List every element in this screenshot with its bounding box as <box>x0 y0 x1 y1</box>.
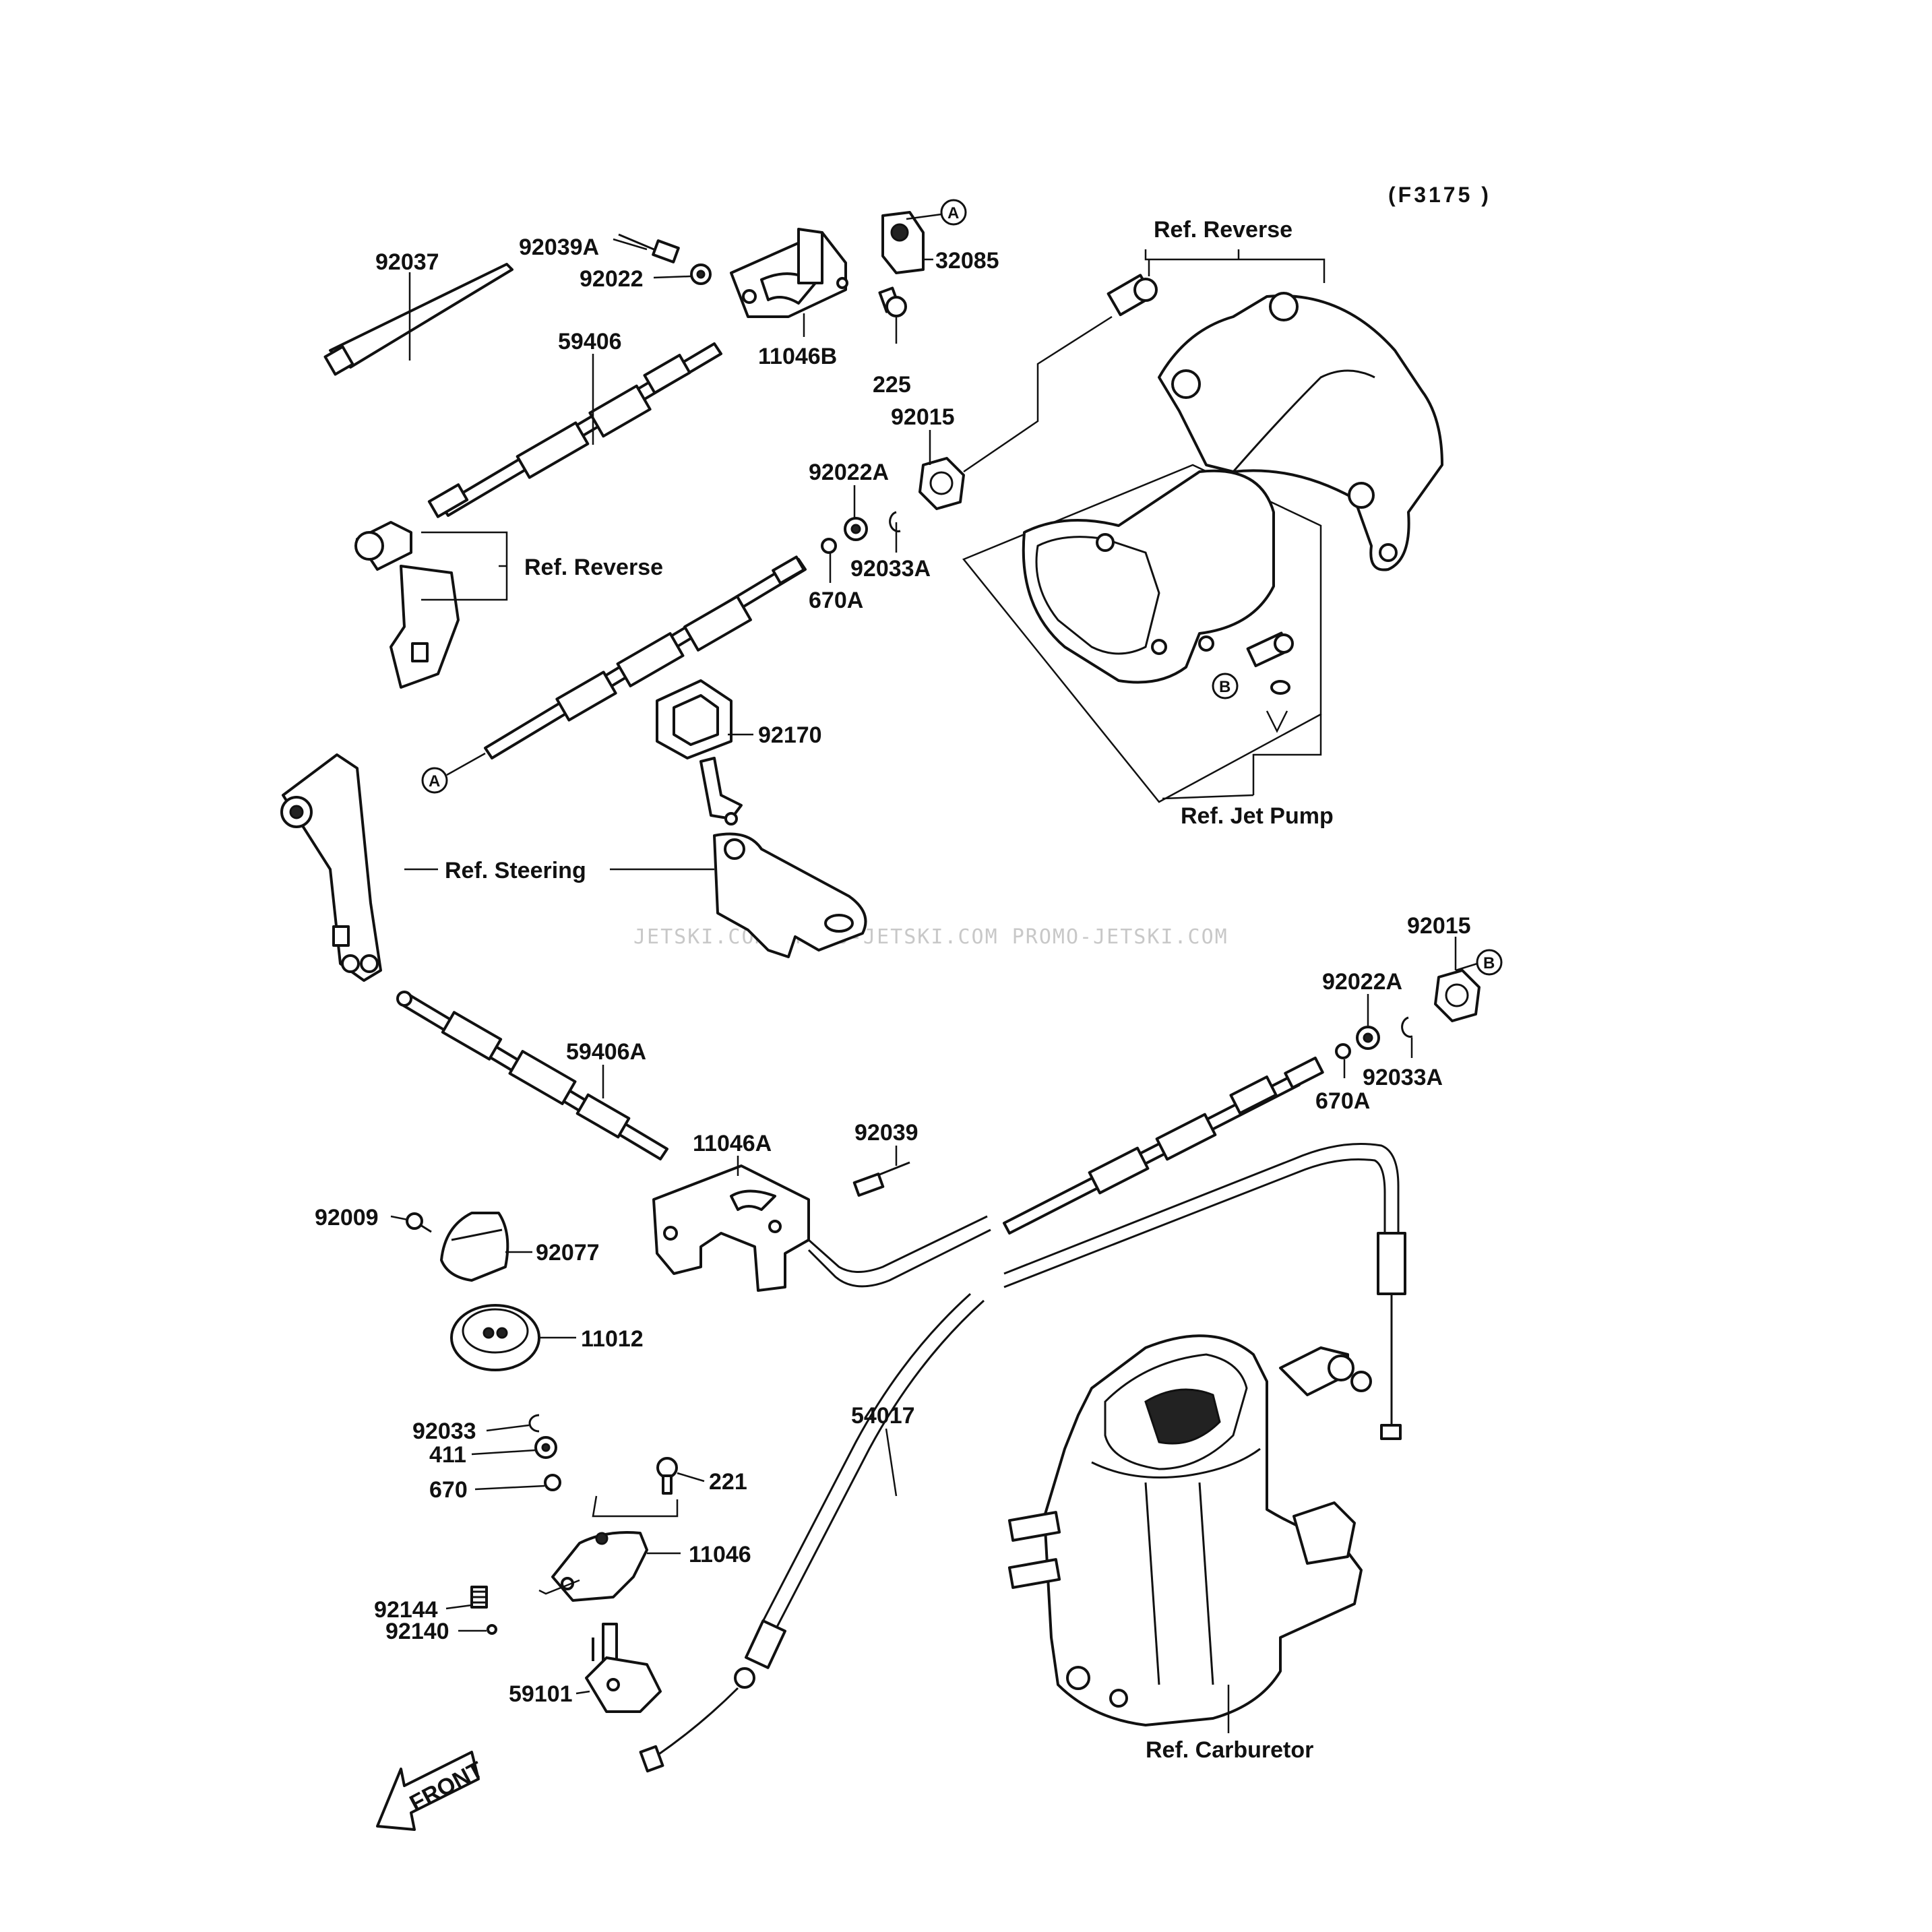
part-label: 221 <box>709 1469 747 1495</box>
part-label: 92022A <box>809 460 889 485</box>
cable-59406 <box>427 342 722 518</box>
pin-92039 <box>852 1161 910 1197</box>
bolt-reverse-top <box>1107 274 1158 317</box>
reverse-lever-left <box>354 521 460 689</box>
cap-32085 <box>881 211 925 274</box>
part-label: 54017 <box>851 1403 915 1429</box>
part-label: 11046B <box>758 344 837 369</box>
cable-lower-right <box>807 1056 1324 1288</box>
bracket-11046a <box>652 1164 810 1292</box>
spring-92144 <box>470 1586 488 1609</box>
front-arrow: FRONT <box>376 1751 487 1831</box>
part-label: 92037 <box>375 249 439 275</box>
part-label: 59101 <box>509 1681 573 1707</box>
part-label: 670 <box>429 1477 468 1503</box>
part-label: 92039A <box>519 235 599 260</box>
ref-steering: Ref. Steering <box>445 858 586 883</box>
choke-cable-54017 <box>639 1292 985 1773</box>
cable-59406a <box>396 991 668 1160</box>
part-label: 92144 <box>374 1597 438 1623</box>
part-label: 670A <box>1315 1088 1370 1114</box>
part-label: 92009 <box>315 1205 379 1230</box>
drawing-code: (F3175 ) <box>1388 183 1491 207</box>
svg-text:B: B <box>1483 954 1495 972</box>
washer-670 <box>544 1474 561 1491</box>
ref-reverse-left: Ref. Reverse <box>524 555 663 580</box>
lever-11046 <box>551 1531 648 1602</box>
clip-92033a-lower <box>1401 1016 1413 1038</box>
steering-arm <box>280 753 382 982</box>
cable-tie-92037 <box>323 263 513 376</box>
part-label: 92170 <box>758 722 822 748</box>
part-label: 32085 <box>935 248 999 274</box>
cap-11012 <box>450 1304 540 1371</box>
ref-mark-a-top: A <box>940 199 967 226</box>
jet-pump-ref-outline <box>962 464 1322 803</box>
ref-mark-b-right: B <box>1476 949 1503 976</box>
washer-670a-upper <box>821 538 837 554</box>
part-label: 92033 <box>412 1419 476 1444</box>
svg-text:B: B <box>1219 678 1230 696</box>
part-label: 92015 <box>1407 913 1471 939</box>
ball-92140 <box>487 1624 497 1635</box>
part-label: 59406A <box>566 1039 646 1065</box>
part-label: 225 <box>873 372 911 398</box>
strap-92170 <box>656 679 743 820</box>
clip-92033 <box>528 1414 540 1433</box>
part-label: 92033A <box>1363 1065 1443 1090</box>
reverse-bucket <box>1158 292 1443 571</box>
ref-carburetor: Ref. Carburetor <box>1146 1737 1313 1763</box>
svg-text:A: A <box>429 772 440 790</box>
ref-reverse-upper: Ref. Reverse <box>1154 217 1292 243</box>
lever-59101 <box>585 1623 662 1713</box>
knob-92077 <box>440 1212 509 1282</box>
reference-labels: Ref. Reverse Ref. Reverse Ref. Jet Pump … <box>445 217 1334 1763</box>
ref-jet-pump: Ref. Jet Pump <box>1181 803 1334 829</box>
bolt-jet-pump <box>1246 631 1294 695</box>
part-label: 92022 <box>580 266 644 292</box>
ref-mark-a-bottom: A <box>421 767 448 794</box>
part-label: 670A <box>809 588 863 613</box>
throttle-cable <box>1003 1143 1406 1440</box>
carburetor <box>1007 1334 1372 1726</box>
part-label: 92140 <box>385 1619 449 1644</box>
leader-lines <box>390 238 1457 1733</box>
steering-bracket <box>713 812 867 958</box>
part-label: 92039 <box>854 1120 918 1146</box>
part-label: 11046 <box>689 1542 751 1567</box>
clip-92033a-upper <box>889 511 901 532</box>
part-label: 411 <box>429 1442 466 1468</box>
part-label: 92015 <box>891 404 955 430</box>
part-label: 92033A <box>850 556 931 582</box>
watermark: JETSKI.COM PROMO-JETSKI.COM PROMO-JETSKI… <box>633 925 1228 949</box>
part-label: 11046A <box>693 1131 772 1156</box>
screw-221 <box>656 1457 678 1495</box>
part-labels: 92037 92039A 92022 32085 11046B 225 5940… <box>315 235 1471 1707</box>
clip-92039a <box>618 233 680 263</box>
screw-92009 <box>406 1212 432 1233</box>
nut-92015-lower <box>1434 969 1481 1022</box>
bracket-11046b <box>730 228 848 318</box>
washer-670a-lower <box>1335 1043 1351 1059</box>
jet-pump-housing <box>1022 469 1275 684</box>
part-label: 92077 <box>536 1240 600 1266</box>
svg-text:A: A <box>947 204 959 222</box>
ref-mark-b-jetpump: B <box>1212 673 1239 699</box>
part-label: 59406 <box>558 329 622 354</box>
part-label: 11012 <box>581 1326 644 1352</box>
bolt-225 <box>878 286 907 317</box>
nut-92015-upper <box>918 457 965 510</box>
part-label: 92022A <box>1322 969 1402 995</box>
cable-upper-center <box>484 555 807 759</box>
